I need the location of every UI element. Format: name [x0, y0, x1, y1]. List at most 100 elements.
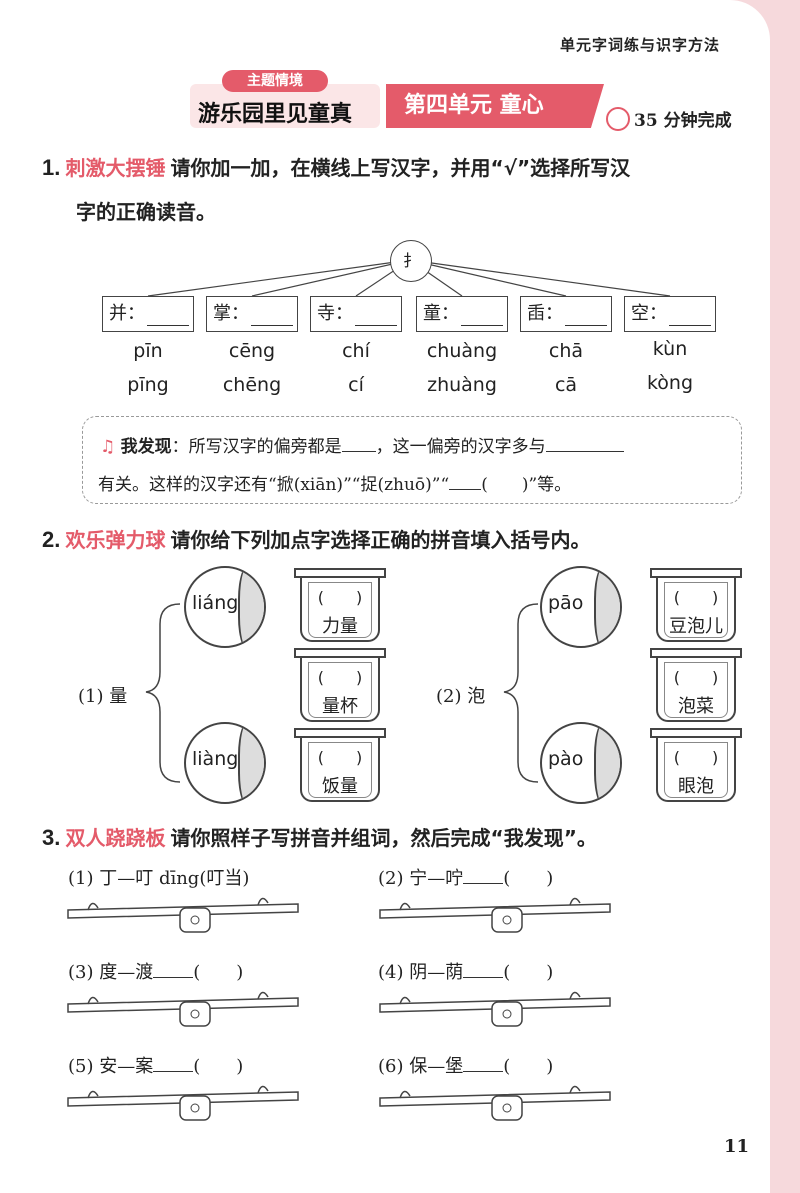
discover-text: 有关。这样的汉字还有“掀(xiān)”“捉(zhuō)”“ [98, 475, 450, 495]
char-box-1[interactable]: 并： [102, 296, 194, 332]
theme-title: 游乐园里见童真 [198, 102, 353, 127]
basket[interactable]: ( ) 量杯 [294, 648, 386, 724]
seesaw-icon [379, 991, 611, 1027]
answer-blank[interactable] [463, 959, 504, 978]
answer-paren[interactable]: ( ) [673, 748, 719, 767]
pinyin-ball[interactable]: pào [540, 722, 622, 804]
q3-prompt: 3. 双人跷跷板 请你照样子写拼音并组词，然后完成“我发现”。 [42, 822, 597, 851]
clock-icon [606, 107, 630, 131]
radical-circle: 扌 [390, 240, 432, 282]
theme-tag: 主题情境 [222, 70, 328, 92]
answer-paren[interactable]: ( ) [193, 962, 244, 983]
answer-blank[interactable] [565, 303, 607, 326]
pinyin-option[interactable]: pīn [133, 340, 163, 362]
q2-right-label: (2) 泡 [436, 686, 486, 707]
seesaw-icon [379, 1085, 611, 1121]
char-box-4[interactable]: 童： [416, 296, 508, 332]
char-box-3[interactable]: 寺： [310, 296, 402, 332]
basket-word: 泡菜 [678, 696, 714, 717]
bell-icon: ♫ [100, 437, 116, 457]
answer-blank[interactable] [463, 865, 504, 884]
answer-blank[interactable] [251, 303, 293, 326]
discover-text: ( )”等。 [481, 475, 572, 495]
answer-paren[interactable]: ( ) [503, 962, 554, 983]
discover-text: ：所写汉字的偏旁都是 [171, 437, 342, 457]
answer-blank[interactable] [147, 303, 189, 326]
q3-item-chars: (2) 宁—咛 [378, 868, 464, 889]
pinyin-option[interactable]: cí [348, 374, 364, 396]
q3-item-chars: (3) 度—渡 [68, 962, 154, 983]
q2-title: 欢乐弹力球 [65, 528, 166, 552]
basket-word: 量杯 [322, 696, 358, 717]
answer-paren[interactable]: ( ) [317, 748, 363, 767]
q3-item-chars: (4) 阴—荫 [378, 962, 464, 983]
answer-paren[interactable]: ( ) [673, 668, 719, 687]
q2-left-label: (1) 量 [78, 686, 128, 707]
page-number: 11 [724, 1136, 750, 1157]
pinyin-option[interactable]: cā [554, 374, 578, 396]
q3-item: (2) 宁—咛 ( ) [378, 864, 553, 890]
q3-item: (4) 阴—荫 ( ) [378, 958, 553, 984]
discover-text: ，这一偏旁的汉字多与 [375, 437, 546, 457]
answer-blank[interactable] [545, 433, 624, 452]
radical-lines [147, 259, 671, 297]
q1-prompt: 1. 刺激大摆锤 请你加一加，在横线上写汉字，并用“√”选择所写汉 [42, 152, 630, 181]
basket[interactable]: ( ) 饭量 [294, 728, 386, 804]
answer-blank[interactable] [449, 471, 482, 490]
answer-paren[interactable]: ( ) [673, 588, 719, 607]
answer-blank[interactable] [341, 433, 376, 452]
basket[interactable]: ( )豆泡儿 [650, 568, 742, 644]
answer-blank[interactable] [153, 959, 194, 978]
basket[interactable]: ( )眼泡 [650, 728, 742, 804]
seesaw-drawings [67, 897, 611, 1121]
q1-text-cont: 字的正确读音。 [76, 200, 216, 224]
q3-item-chars: (6) 保—堡 [378, 1056, 464, 1077]
q2-braces [145, 603, 539, 783]
pinyin-ball[interactable]: liáng [184, 566, 266, 648]
q3-title: 双人跷跷板 [65, 826, 166, 850]
answer-paren[interactable]: ( ) [317, 668, 363, 687]
pinyin-option[interactable]: chā [548, 340, 584, 362]
basket-word: 饭量 [322, 776, 358, 797]
pinyin-option[interactable]: chēng [222, 374, 282, 396]
pinyin-ball[interactable]: liàng [184, 722, 266, 804]
q2-prompt: 2. 欢乐弹力球 请你给下列加点字选择正确的拼音填入括号内。 [42, 524, 591, 553]
q1-text: 请你加一加，在横线上写汉字，并用“√”选择所写汉 [170, 156, 631, 180]
pinyin-option[interactable]: pīng [127, 374, 169, 396]
q1-number: 1. [42, 155, 61, 180]
pinyin-option[interactable]: kùn [652, 338, 688, 360]
pinyin-option[interactable]: cēng [228, 340, 276, 362]
answer-blank[interactable] [355, 303, 397, 326]
workbook-page: 单元字词练与识字方法 主题情境 游乐园里见童真 第四单元 童心 35 分钟完成 … [0, 0, 770, 1193]
time-limit: 35 分钟完成 [634, 111, 732, 131]
char-box-2[interactable]: 掌： [206, 296, 298, 332]
pinyin-option[interactable]: chí [342, 340, 370, 362]
pinyin-ball[interactable]: pāo [540, 566, 622, 648]
answer-blank[interactable] [669, 303, 711, 326]
basket[interactable]: ( ) 泡菜 [650, 648, 742, 724]
pinyin-option[interactable]: chuàng [426, 340, 498, 362]
answer-paren[interactable]: ( ) [503, 868, 554, 889]
box-label: 空： [631, 303, 667, 324]
answer-paren[interactable]: ( ) [317, 588, 363, 607]
pinyin-option[interactable]: zhuàng [427, 374, 497, 396]
char-box-5[interactable]: 臿： [520, 296, 612, 332]
basket[interactable]: ( )力量 [294, 568, 386, 644]
discover-line-1: ♫ 我发现：所写汉字的偏旁都是，这一偏旁的汉字多与 [100, 432, 624, 457]
pinyin-option[interactable]: kòng [646, 372, 694, 394]
ball-stripe [238, 724, 264, 802]
answer-blank[interactable] [463, 1053, 504, 1072]
discover-box [82, 416, 742, 504]
box-label: 并： [109, 303, 145, 324]
ball-stripe [594, 724, 620, 802]
q1-title: 刺激大摆锤 [65, 156, 166, 180]
char-box-6[interactable]: 空： [624, 296, 716, 332]
ball-pinyin: pāo [548, 592, 584, 614]
q3-item: (5) 安—案( ) [68, 1052, 243, 1078]
answer-blank[interactable] [153, 1053, 194, 1072]
ball-pinyin: pào [548, 748, 584, 770]
answer-paren[interactable]: ( ) [503, 1056, 554, 1077]
answer-blank[interactable] [461, 303, 503, 326]
answer-paren[interactable]: ( ) [193, 1056, 244, 1077]
box-label: 寺： [317, 303, 353, 324]
